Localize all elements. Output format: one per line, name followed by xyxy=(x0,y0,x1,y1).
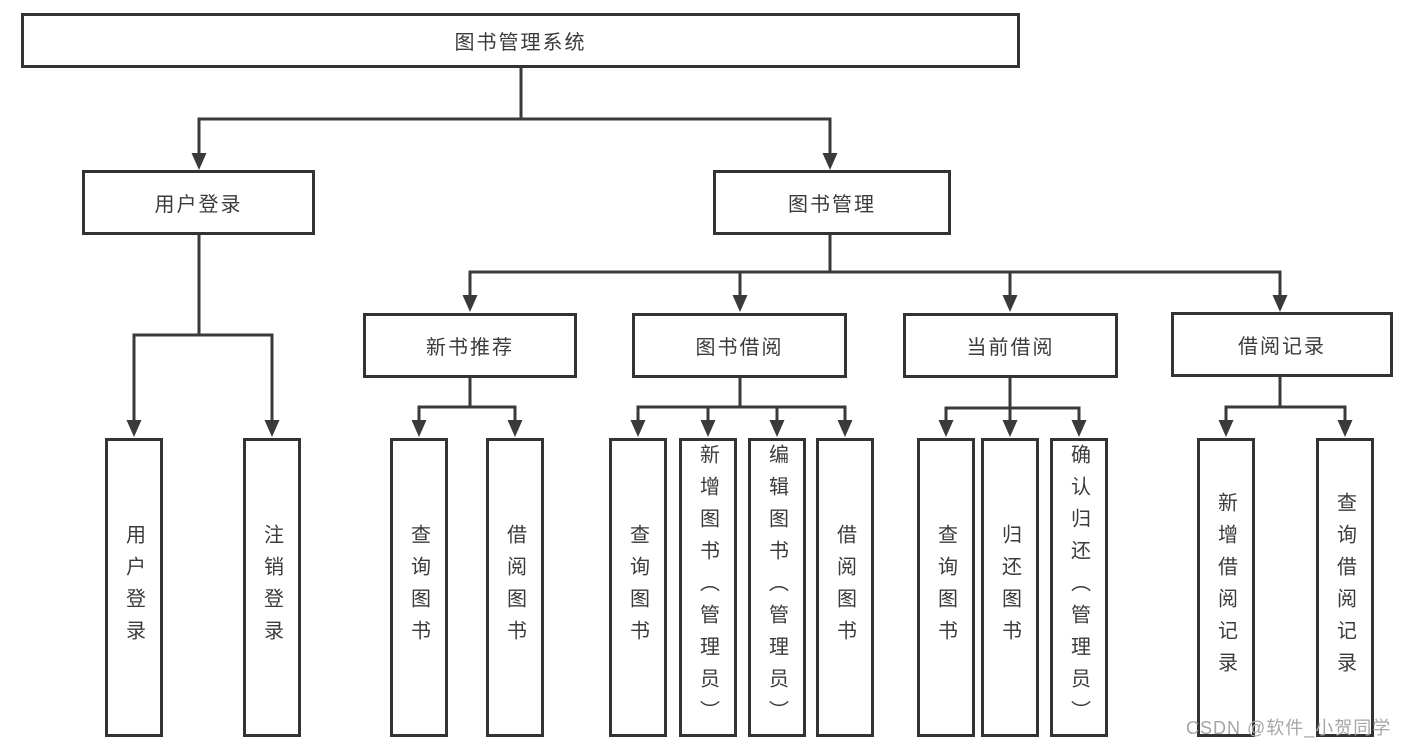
leaf-borrow-book-2: 借阅图书 xyxy=(816,438,874,737)
leaf-logout: 注销登录 xyxy=(243,438,301,737)
leaf-query-book-3: 查询图书 xyxy=(917,438,975,737)
leaf-edit-book-admin: 编辑图书（管理员） xyxy=(748,438,806,737)
leaf-user-login: 用户登录 xyxy=(105,438,163,737)
leaf-return-book: 归还图书 xyxy=(981,438,1039,737)
node-new-book-recommend: 新书推荐 xyxy=(363,313,577,378)
node-book-management: 图书管理 xyxy=(713,170,951,235)
node-borrow-records: 借阅记录 xyxy=(1171,312,1393,377)
leaf-query-borrow-record: 查询借阅记录 xyxy=(1316,438,1374,737)
leaf-add-borrow-record: 新增借阅记录 xyxy=(1197,438,1255,737)
node-user-login: 用户登录 xyxy=(82,170,315,235)
node-root-system: 图书管理系统 xyxy=(21,13,1020,68)
leaf-query-book-1: 查询图书 xyxy=(390,438,448,737)
leaf-add-book-admin: 新增图书（管理员） xyxy=(679,438,737,737)
node-book-borrow: 图书借阅 xyxy=(632,313,847,378)
node-current-borrow: 当前借阅 xyxy=(903,313,1118,378)
leaf-query-book-2: 查询图书 xyxy=(609,438,667,737)
leaf-confirm-return-admin: 确认归还（管理员） xyxy=(1050,438,1108,737)
leaf-borrow-book-1: 借阅图书 xyxy=(486,438,544,737)
csdn-watermark: CSDN @软件_小贺同学 xyxy=(1186,718,1392,738)
